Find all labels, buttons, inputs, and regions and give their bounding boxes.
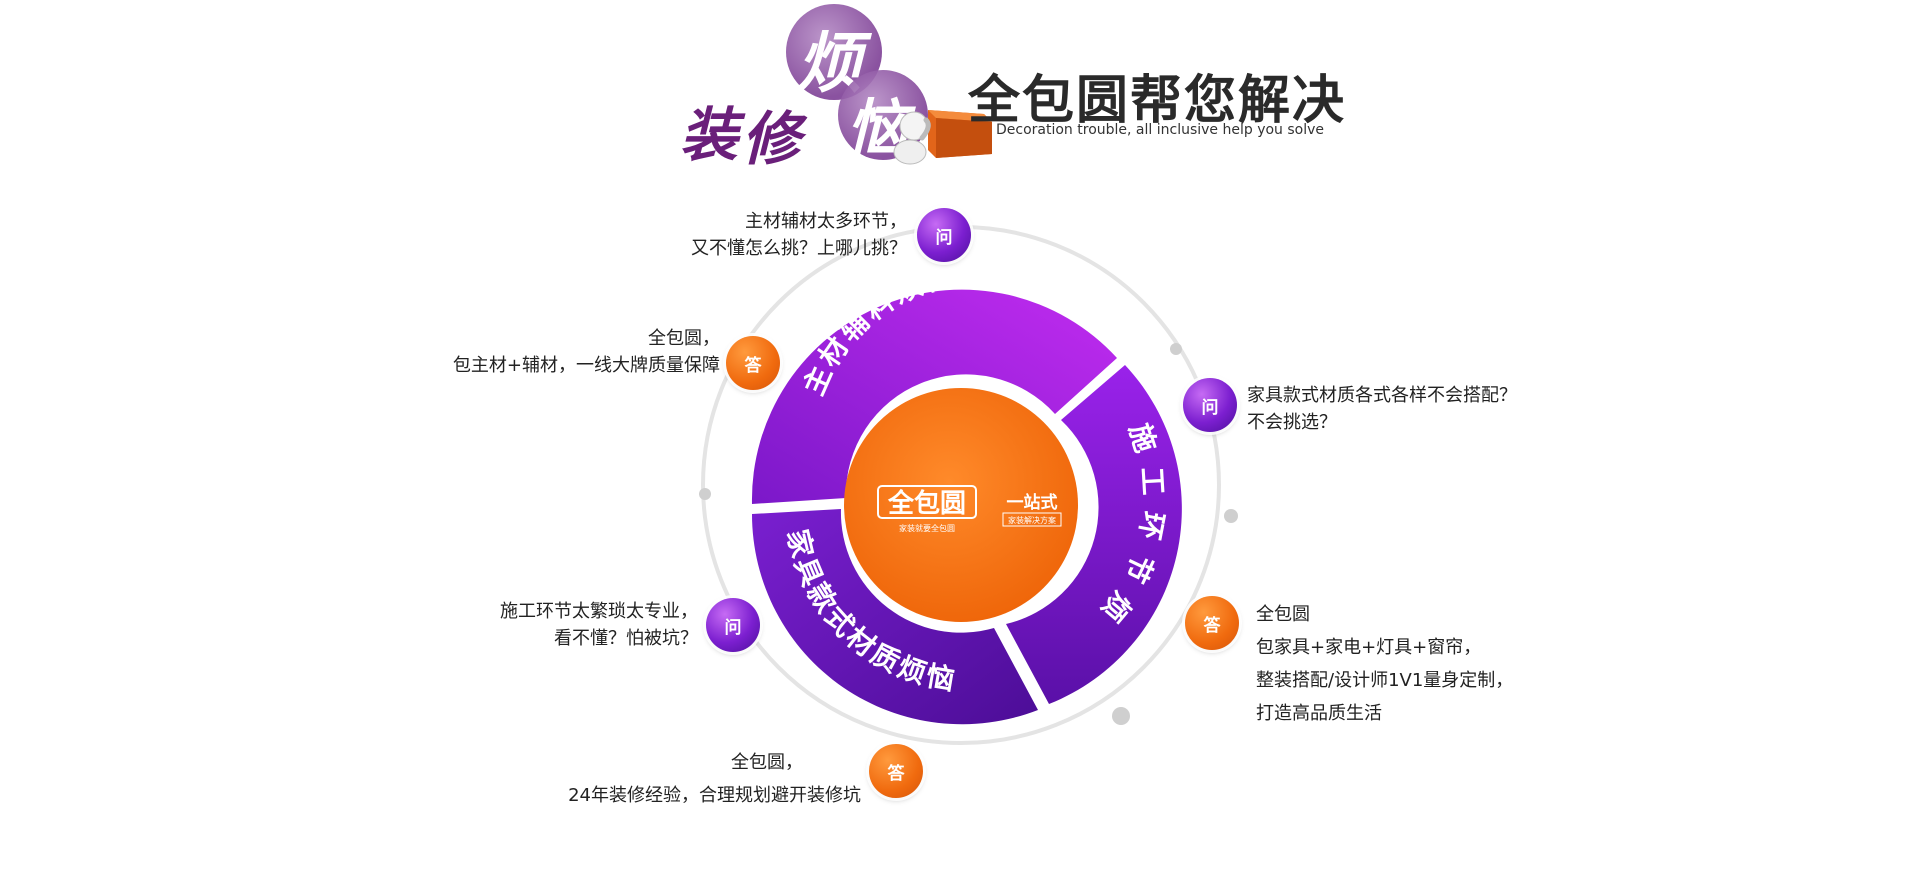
center-logo-box	[877, 485, 977, 519]
question-badge-2: 问	[1183, 378, 1237, 432]
question-badge-3: 问	[706, 598, 760, 652]
ring-dot-1	[1170, 343, 1182, 355]
question-text-2: 家具款式材质各式各样不会搭配？ 不会挑选？	[1247, 382, 1517, 436]
segment-bottom	[751, 509, 1038, 725]
ring-dot-2	[699, 488, 711, 500]
question-1-line-1: 主材辅材太多环节，	[745, 211, 907, 232]
calligraphy-char-1: 装	[680, 101, 739, 169]
answer-badge-3: 答	[869, 744, 923, 798]
question-3-line-2: 看不懂？怕被坑？	[554, 628, 698, 649]
page-title: 全包圆帮您解决	[968, 71, 1347, 131]
ring-dot-4	[1112, 707, 1130, 725]
segment-top	[751, 289, 1117, 504]
answer-1-line-1: 全包圆，	[648, 328, 720, 349]
center-tag: 一站式	[1007, 492, 1058, 513]
question-badge-1: 问	[917, 208, 971, 262]
thinking-figure-illustration	[893, 110, 992, 165]
center-circle	[844, 388, 1078, 622]
answer-2-line-3: 整装搭配/设计师1V1量身定制，	[1256, 670, 1514, 691]
center-tag-sub: 家装解决方案	[1008, 515, 1056, 525]
question-2-line-2: 不会挑选？	[1247, 412, 1337, 433]
answer-2-line-2: 包家具+家电+灯具+窗帘，	[1256, 637, 1482, 658]
page-subtitle: Decoration trouble, all inclusive help y…	[996, 122, 1325, 138]
center-brand: 全包圆	[887, 488, 966, 519]
question-1-line-2: 又不懂怎么挑？上哪儿挑？	[691, 238, 907, 259]
answer-3-line-2: 24年装修经验，合理规划避开装修坑	[568, 785, 861, 806]
answer-2-line-1: 全包圆	[1256, 604, 1310, 625]
center-tag-box	[1002, 512, 1062, 527]
center-brand-sub: 家装就要全包圆	[899, 523, 955, 533]
segment-right	[1006, 365, 1182, 704]
answer-text-2: 全包圆 包家具+家电+灯具+窗帘， 整装搭配/设计师1V1量身定制， 打造高品质…	[1256, 598, 1513, 730]
calligraphy-char-2: 修	[742, 105, 801, 173]
answer-badge-1: 答	[726, 336, 780, 390]
question-3-line-1: 施工环节太繁琐太专业，	[500, 601, 698, 622]
question-2-line-1: 家具款式材质各式各样不会搭配？	[1247, 385, 1517, 406]
ring-dot-3	[1224, 509, 1238, 523]
question-text-1: 主材辅材太多环节， 又不懂怎么挑？上哪儿挑？	[691, 208, 907, 262]
answer-1-line-2: 包主材+辅材，一线大牌质量保障	[452, 355, 720, 376]
answer-text-1: 全包圆， 包主材+辅材，一线大牌质量保障	[453, 325, 720, 379]
answer-badge-2: 答	[1185, 596, 1239, 650]
answer-2-line-4: 打造高品质生活	[1256, 703, 1382, 724]
question-text-3: 施工环节太繁琐太专业， 看不懂？怕被坑？	[500, 598, 698, 652]
answer-text-3: 全包圆， 24年装修经验，合理规划避开装修坑	[568, 746, 861, 812]
answer-3-line-1: 全包圆，	[731, 752, 803, 773]
